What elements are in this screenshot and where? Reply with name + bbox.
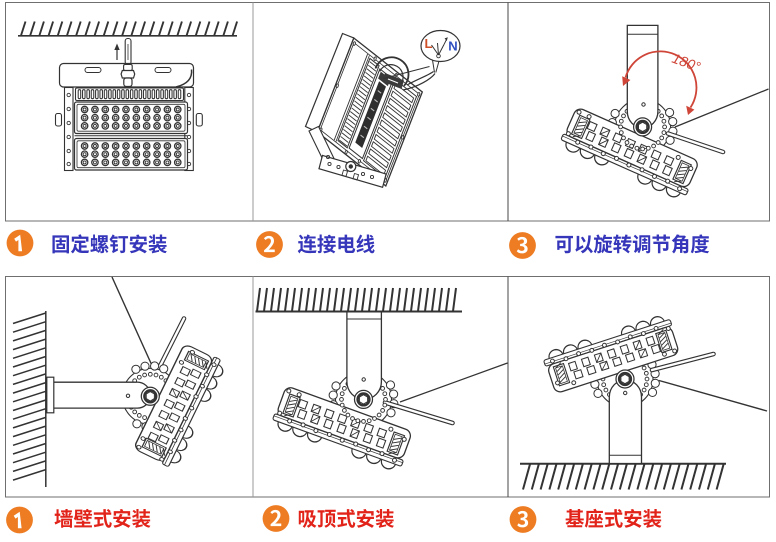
svg-text:180°: 180° <box>670 50 703 75</box>
svg-text:N: N <box>448 38 457 53</box>
svg-text:L: L <box>425 36 433 51</box>
